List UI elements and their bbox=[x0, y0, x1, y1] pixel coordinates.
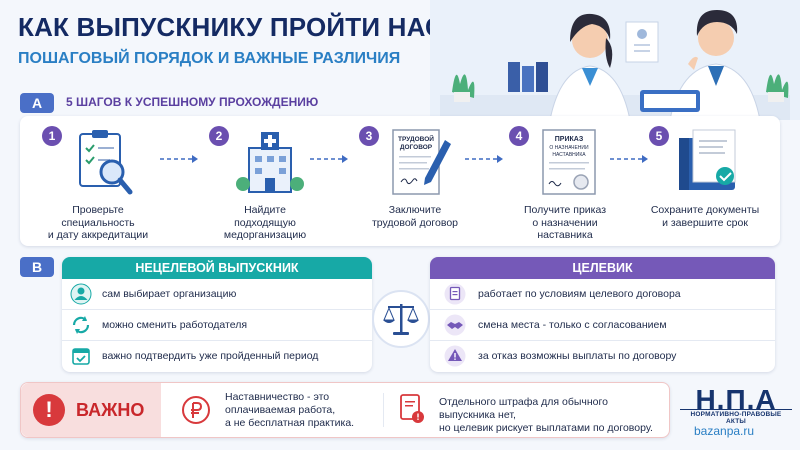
arrow-right-icon bbox=[610, 155, 648, 163]
scales-icon bbox=[383, 304, 419, 335]
warning-icon bbox=[444, 345, 466, 367]
step-4: 4 ПРИКАЗ О НАЗНАЧЕНИИ НАСТАВНИКА Получит… bbox=[495, 122, 635, 242]
logo-subtitle: НОРМАТИВНО-ПРАВОВЫЕ АКТЫ bbox=[680, 409, 792, 425]
important-badge: ! ВАЖНО bbox=[21, 383, 161, 437]
section-a-heading: 5 ШАГОВ К УСПЕШНОМУ ПРОХОЖДЕНИЮ bbox=[66, 95, 319, 109]
step-1: 1 Проверьте специальность и дату аккреди… bbox=[28, 122, 168, 242]
section-a-badge: A bbox=[20, 93, 54, 113]
order-doc-title-1: ПРИКАЗ bbox=[555, 136, 584, 143]
list-item: работает по условиям целевого договора bbox=[430, 279, 775, 310]
list-item-text: работает по условиям целевого договора bbox=[478, 288, 681, 300]
step-number: 1 bbox=[42, 126, 62, 146]
list-item-text: сам выбирает организацию bbox=[102, 288, 237, 300]
step-label: Найдите подходящую медорганизацию bbox=[223, 204, 307, 241]
important-note: ! ВАЖНО Наставничество - это оплачиваема… bbox=[20, 382, 670, 438]
ruble-coin-icon bbox=[182, 396, 210, 424]
step-number: 2 bbox=[209, 126, 229, 146]
list-item: смена места - только с согласованием bbox=[430, 310, 775, 341]
hospital-icon bbox=[236, 132, 304, 193]
order-document-icon: ПРИКАЗ О НАЗНАЧЕНИИ НАСТАВНИКА bbox=[542, 129, 596, 195]
site-link[interactable]: bazanpa.ru bbox=[694, 424, 755, 438]
list-item: важно подтвердить уже пройденный период bbox=[62, 341, 372, 372]
scales-badge bbox=[372, 290, 430, 348]
calendar-check-icon bbox=[72, 348, 90, 365]
order-doc-title-2: О НАЗНАЧЕНИИ bbox=[549, 145, 589, 151]
document-icon bbox=[444, 283, 466, 305]
section-b-badge: B bbox=[20, 257, 54, 277]
list-item: можно сменить работодателя bbox=[62, 310, 372, 341]
document-warning-icon bbox=[400, 394, 424, 423]
step-number: 3 bbox=[359, 126, 379, 146]
list-item-text: важно подтвердить уже пройденный период bbox=[102, 350, 319, 362]
list-item: сам выбирает организацию bbox=[62, 279, 372, 310]
list-item-text: смена места - только с согласованием bbox=[478, 319, 667, 331]
step-3: 3 ТРУДОВОЙ ДОГОВОР Заключите трудовой до… bbox=[345, 122, 485, 242]
person-icon bbox=[70, 283, 92, 305]
step-number: 5 bbox=[649, 126, 669, 146]
note-text-paid: Наставничество - это оплачиваемая работа… bbox=[225, 391, 355, 429]
contract-doc-title-2: ДОГОВОР bbox=[400, 144, 433, 151]
arrow-right-icon bbox=[465, 155, 503, 163]
step-label: Получите приказ о назначении наставника bbox=[523, 204, 607, 241]
step-label: Заключите трудовой договор bbox=[371, 204, 459, 229]
card-title: НЕЦЕЛЕВОЙ ВЫПУСКНИК bbox=[62, 257, 372, 279]
step-label: Проверьте специальность и дату аккредита… bbox=[47, 204, 149, 241]
target-graduate-card: ЦЕЛЕВИК работает по условиям целевого до… bbox=[430, 257, 775, 372]
handshake-icon bbox=[444, 314, 466, 336]
checklist-magnifier-icon bbox=[79, 130, 133, 195]
divider bbox=[383, 393, 384, 427]
arrow-right-icon bbox=[310, 155, 348, 163]
step-5: 5 Сохраните документы и завершите срок bbox=[635, 122, 775, 242]
step-number: 4 bbox=[509, 126, 529, 146]
important-label: ВАЖНО bbox=[76, 400, 145, 420]
list-item-text: можно сменить работодателя bbox=[102, 319, 248, 331]
arrow-right-icon bbox=[160, 155, 198, 163]
list-item: за отказ возможны выплаты по договору bbox=[430, 341, 775, 372]
steps-panel: 1 Проверьте специальность и дату аккреди… bbox=[20, 116, 780, 246]
folder-check-icon bbox=[679, 129, 736, 190]
refresh-icon bbox=[72, 316, 90, 334]
step-2: 2 Найдите подходящую медорганизацию bbox=[195, 122, 335, 242]
note-text-penalty: Отдельного штрафа для обычного выпускник… bbox=[439, 396, 653, 434]
step-label: Сохраните документы и завершите срок bbox=[650, 204, 760, 229]
list-item-text: за отказ возможны выплаты по договору bbox=[478, 350, 677, 362]
page-subtitle: ПОШАГОВЫЙ ПОРЯДОК И ВАЖНЫЕ РАЗЛИЧИЯ bbox=[18, 50, 401, 67]
card-title: ЦЕЛЕВИК bbox=[430, 257, 775, 279]
doctors-illustration bbox=[430, 0, 800, 120]
contract-pen-icon: ТРУДОВОЙ ДОГОВОР bbox=[392, 129, 451, 195]
exclamation-icon: ! bbox=[33, 394, 65, 426]
order-doc-title-3: НАСТАВНИКА bbox=[552, 152, 586, 158]
non-target-graduate-card: НЕЦЕЛЕВОЙ ВЫПУСКНИК сам выбирает организ… bbox=[62, 257, 372, 372]
contract-doc-title-1: ТРУДОВОЙ bbox=[398, 134, 434, 143]
